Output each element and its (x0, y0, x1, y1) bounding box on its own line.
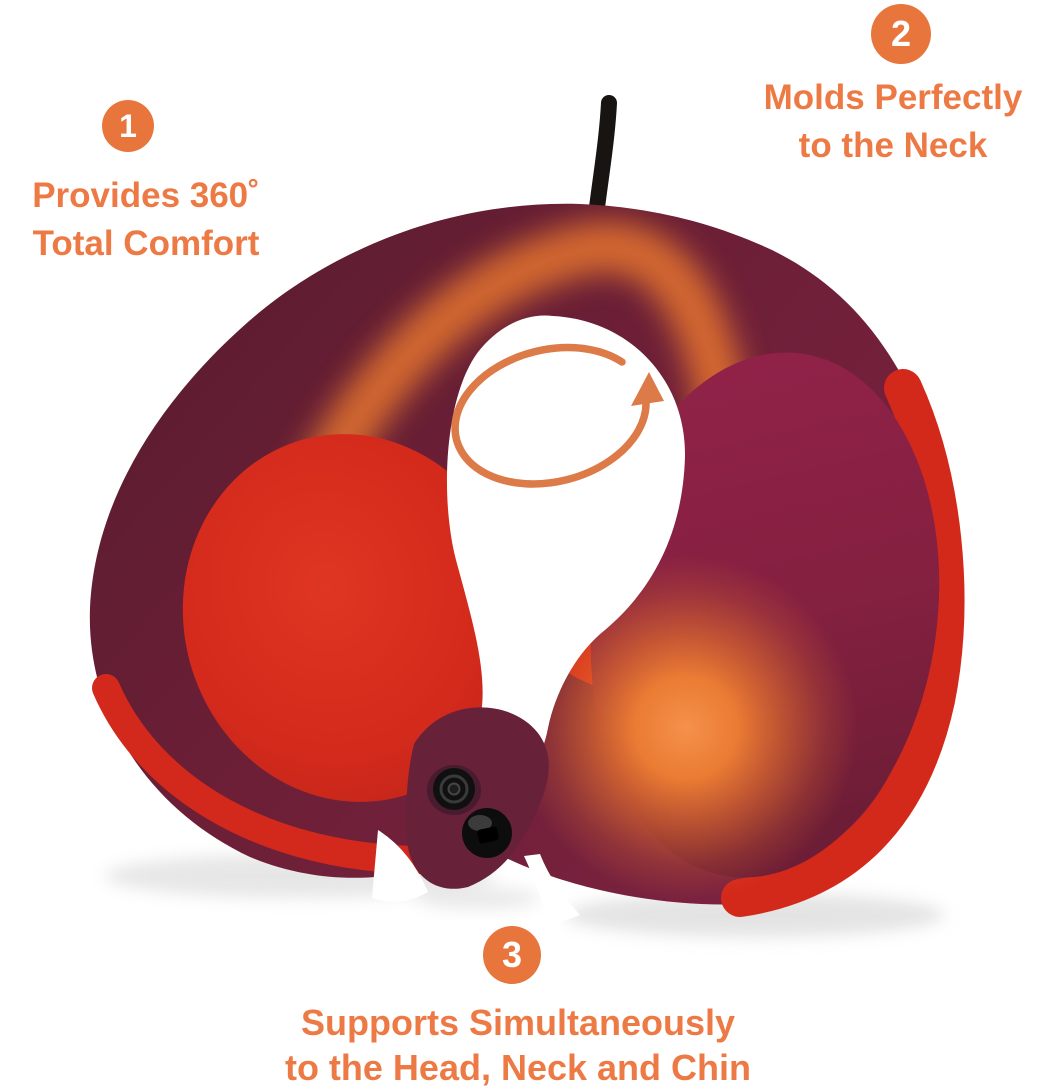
feature-1-line2: Total Comfort (32, 224, 260, 263)
glow-spot (514, 556, 858, 900)
feature-2-line2: to the Neck (798, 126, 988, 165)
feature-2-label: Molds Perfectly to the Neck (723, 74, 1061, 170)
feature-3-badge: 3 (483, 926, 541, 984)
snap-button-top (427, 765, 481, 815)
feature-1-line1: Provides 360˚ (32, 176, 260, 215)
feature-3-line1: Supports Simultaneously (300, 1002, 736, 1043)
clasp-tab (406, 707, 549, 889)
right-rim (721, 369, 965, 917)
feature-2-line1: Molds Perfectly (763, 78, 1023, 117)
hanging-cord (588, 95, 617, 223)
left-notch (372, 830, 428, 902)
feature-3-line2: to the Head, Neck and Chin (284, 1047, 752, 1088)
neck-opening (446, 315, 686, 775)
feature-3-label: Supports Simultaneously to the Head, Nec… (180, 1000, 856, 1090)
rotation-arrow-icon (451, 343, 664, 488)
feature-2-badge: 2 (871, 4, 931, 64)
left-rim (92, 674, 434, 874)
right-notch (524, 854, 580, 926)
snap-button-bottom (462, 808, 512, 858)
feature-1-badge: 1 (102, 100, 154, 152)
feature-1-label: Provides 360˚ Total Comfort (0, 172, 292, 268)
left-cushion (182, 434, 522, 802)
